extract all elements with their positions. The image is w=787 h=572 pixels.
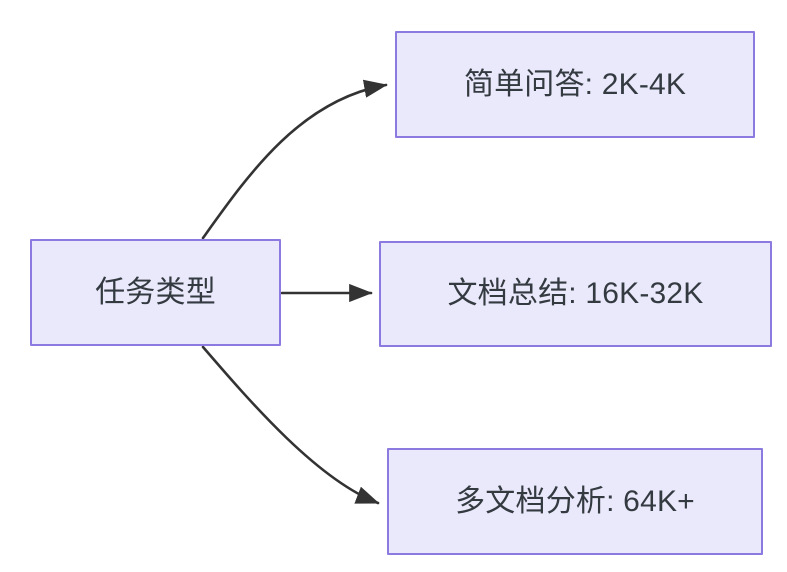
node-label: 多文档分析: 64K+ (455, 484, 695, 518)
node-doc-summary[interactable]: 文档总结: 16K-32K (379, 241, 772, 347)
node-label: 文档总结: 16K-32K (447, 277, 704, 310)
node-task-type[interactable]: 任务类型 (30, 239, 281, 346)
edge-root-to-multi-doc (201, 345, 380, 505)
node-simple-qa[interactable]: 简单问答: 2K-4K (395, 31, 755, 138)
node-label: 任务类型 (95, 275, 216, 309)
node-label: 简单问答: 2K-4K (463, 67, 687, 101)
node-multi-doc[interactable]: 多文档分析: 64K+ (387, 448, 763, 555)
edge-root-to-simple-qa (201, 79, 388, 240)
